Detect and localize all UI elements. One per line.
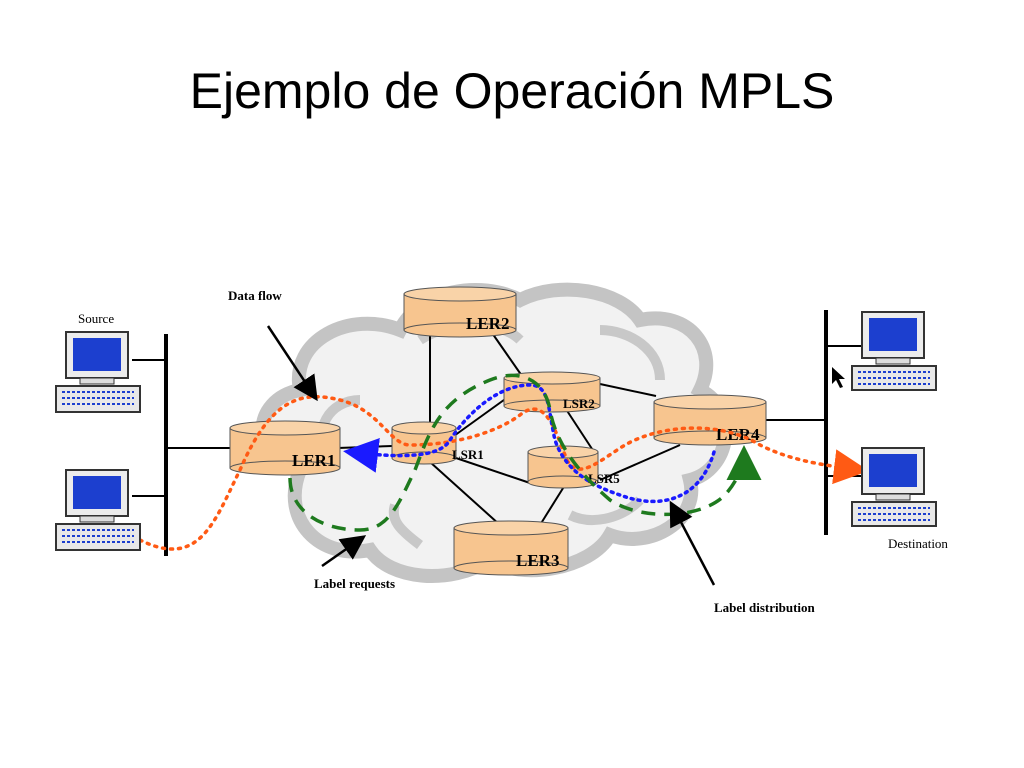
router-ler4: LER4	[653, 394, 767, 446]
label-requests-callout-arrow	[321, 535, 367, 568]
router-ler1: LER1	[229, 420, 341, 476]
router-ler3: LER3	[453, 520, 569, 576]
label-requests-path	[288, 373, 762, 532]
router-ler2: LER2	[403, 286, 517, 338]
data-flow-callout-arrow	[266, 325, 318, 402]
source-label: Source	[78, 311, 114, 326]
data-flow-path	[138, 395, 869, 551]
computer-destination-bottom	[851, 447, 937, 527]
computer-source-top	[55, 331, 141, 413]
computer-source-bottom	[55, 469, 141, 551]
label-distribution-label: Label distribution	[714, 600, 816, 615]
computer-destination-top	[851, 311, 937, 391]
ler1-label: LER1	[292, 451, 335, 470]
ler2-label: LER2	[466, 314, 509, 333]
label-distribution-callout-arrow	[669, 500, 716, 586]
label-requests-label: Label requests	[314, 576, 395, 591]
lsr2-label: LSR2	[563, 396, 595, 411]
data-flow-label: Data flow	[228, 288, 282, 303]
lsr1-label: LSR1	[452, 447, 484, 462]
lsr5-label: LSR5	[588, 471, 620, 486]
slide-title: Ejemplo de Operación MPLS	[189, 63, 835, 119]
network-cloud	[255, 282, 733, 583]
mouse-pointer-icon	[832, 367, 845, 388]
router-lsr2: LSR2	[503, 371, 601, 413]
destination-label: Destination	[888, 536, 948, 551]
ler3-label: LER3	[516, 551, 559, 570]
